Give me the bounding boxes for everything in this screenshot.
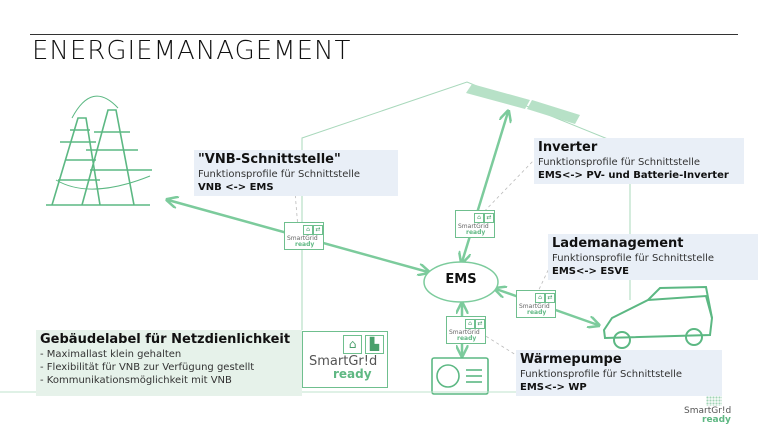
building-icon: ▙ bbox=[365, 335, 384, 354]
exchange-icon: ⇄ bbox=[545, 293, 555, 303]
vnb-heading: "VNB-Schnittstelle" bbox=[198, 152, 341, 167]
inverter-sub: Funktionsprofile für Schnittstelle bbox=[538, 157, 701, 168]
lade-heading: Lademanagement bbox=[552, 236, 684, 251]
solar-panel-icon bbox=[466, 84, 580, 124]
gebaeudelabel-heading: Gebäudelabel für Netzdienlichkeit bbox=[40, 332, 291, 347]
arrow-ems-inverter bbox=[462, 112, 508, 262]
wp-sub: Funktionsprofile für Schnittstelle bbox=[520, 369, 683, 380]
title-rule bbox=[30, 34, 738, 35]
exchange-icon: ⇄ bbox=[484, 213, 494, 223]
exchange-icon: ⇄ bbox=[313, 225, 323, 235]
gebaeudelabel-item: - Kommunikationsmöglichkeit mit VNB bbox=[40, 375, 232, 386]
smartgrid-ready-label: ⌂ ▙ SmartGr!d ready bbox=[302, 331, 388, 388]
lade-bold: EMS<-> ESVE bbox=[552, 266, 629, 277]
exchange-icon: ⇄ bbox=[475, 319, 485, 329]
vnb-interface-box: "VNB-Schnittstelle" Funktionsprofile für… bbox=[194, 150, 398, 196]
logo-dots-icon bbox=[706, 396, 722, 406]
inverter-box: Inverter Funktionsprofile für Schnittste… bbox=[534, 138, 744, 184]
gebaeudelabel-item: - Flexibilität für VNB zur Verfügung ges… bbox=[40, 362, 255, 373]
vnb-bold: VNB <-> EMS bbox=[198, 182, 274, 193]
gebaeudelabel-box: Gebäudelabel für Netzdienlichkeit - Maxi… bbox=[36, 330, 302, 396]
smartgrid-badge-vnb: ⌂ ⇄ SmartGrid ready bbox=[284, 222, 324, 250]
smartgrid-badge-inverter: ⌂ ⇄ SmartGrid ready bbox=[455, 210, 495, 238]
page-title: ENERGIEMANAGEMENT bbox=[32, 36, 352, 66]
house-icon: ⌂ bbox=[474, 213, 484, 223]
house-icon: ⌂ bbox=[343, 335, 362, 354]
house-icon: ⌂ bbox=[303, 225, 313, 235]
gebaeudelabel-item: - Maximallast klein gehalten bbox=[40, 349, 182, 360]
ems-label: EMS bbox=[445, 272, 477, 287]
house-icon: ⌂ bbox=[535, 293, 545, 303]
smartgrid-logo: SmartGr!d ready bbox=[684, 396, 754, 426]
inverter-bold: EMS<-> PV- und Batterie-Inverter bbox=[538, 170, 729, 181]
power-pylon-icon bbox=[46, 95, 152, 206]
inverter-heading: Inverter bbox=[538, 140, 598, 155]
smartgrid-badge-car: ⌂ ⇄ SmartGrid ready bbox=[516, 290, 556, 318]
heat-pump-icon bbox=[431, 357, 489, 395]
ems-node bbox=[423, 261, 499, 303]
wp-bold: EMS<-> WP bbox=[520, 382, 587, 393]
waermepumpe-box: Wärmepumpe Funktionsprofile für Schnitts… bbox=[516, 350, 722, 396]
lademanagement-box: Lademanagement Funktionsprofile für Schn… bbox=[548, 234, 758, 280]
car-icon bbox=[602, 285, 714, 349]
lade-sub: Funktionsprofile für Schnittstelle bbox=[552, 253, 715, 264]
wp-heading: Wärmepumpe bbox=[520, 352, 622, 367]
vnb-sub: Funktionsprofile für Schnittstelle bbox=[198, 169, 361, 180]
house-icon: ⌂ bbox=[465, 319, 475, 329]
smartgrid-badge-heatpump: ⌂ ⇄ SmartGrid ready bbox=[446, 316, 486, 344]
